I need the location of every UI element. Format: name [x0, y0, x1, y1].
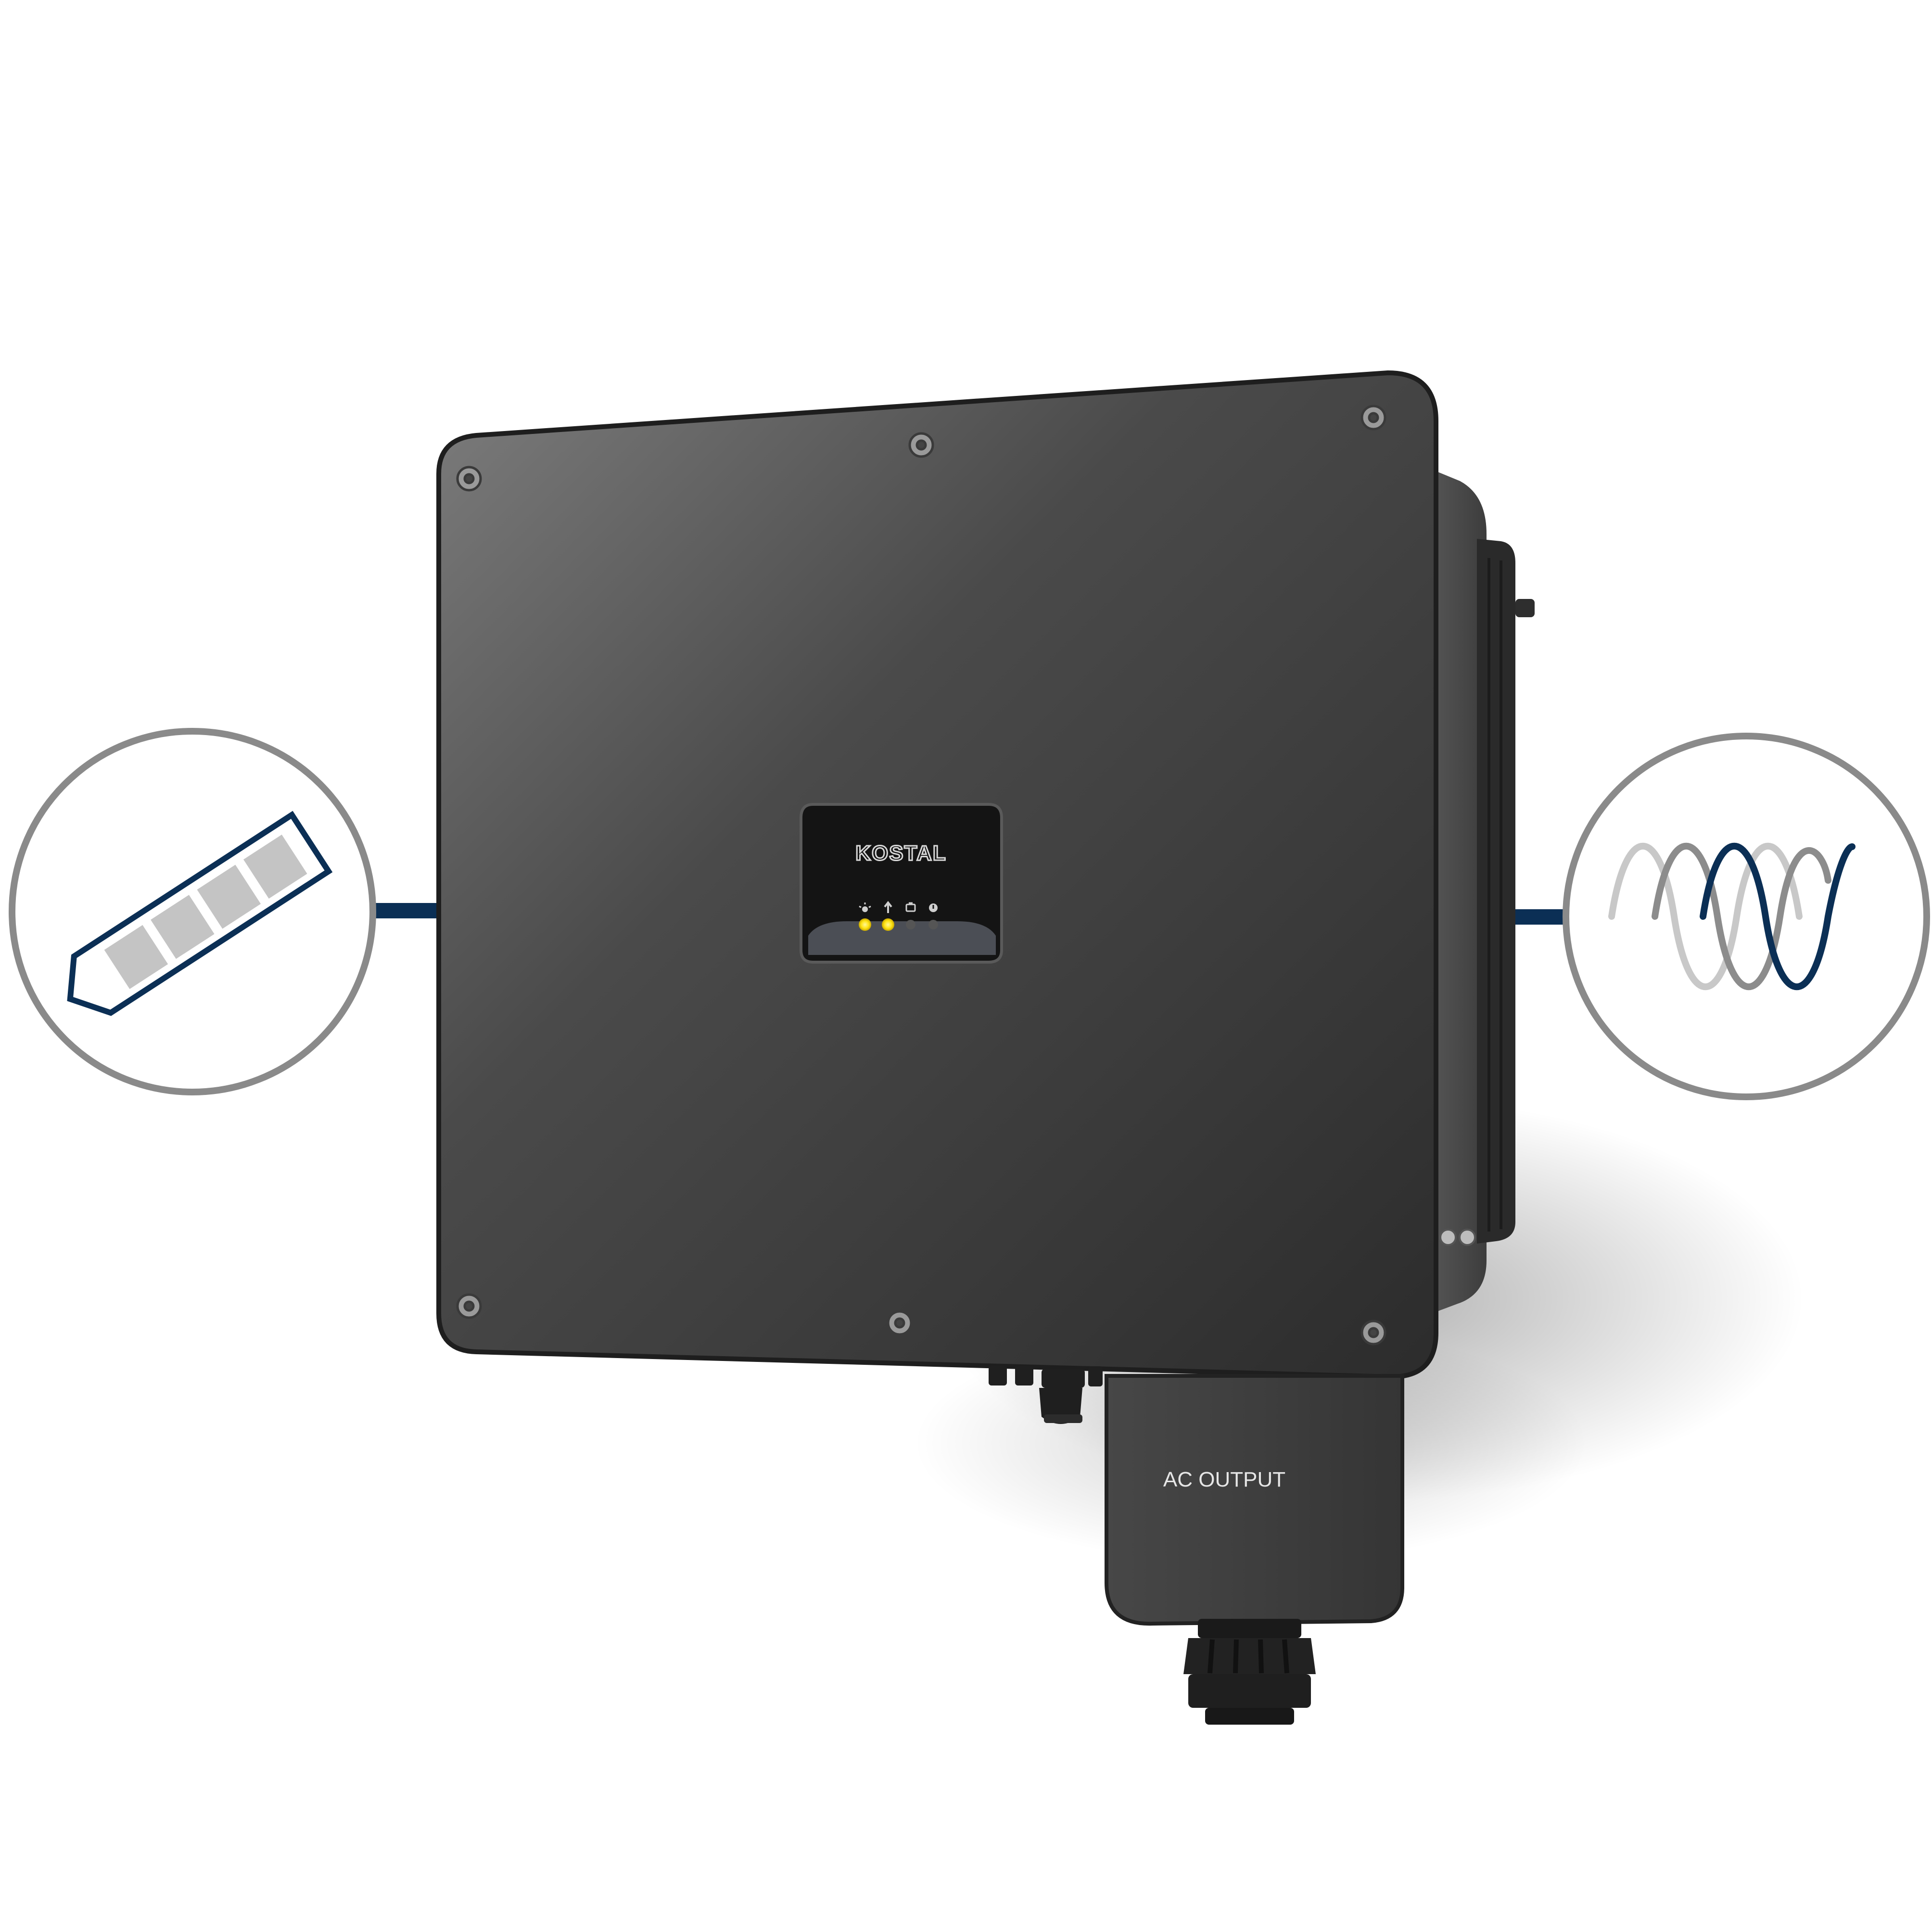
battery-icon-small — [905, 902, 916, 912]
battery-icon — [67, 811, 333, 1016]
side-fitting — [1515, 599, 1535, 617]
ac-cable-gland — [1183, 1619, 1316, 1725]
warning-icon — [929, 903, 938, 912]
ac-output-terminal-box: AC OUTPUT — [1105, 1374, 1404, 1626]
heatsink — [1477, 539, 1515, 1244]
battery-status-led — [906, 920, 915, 929]
ac-output-label: AC OUTPUT — [1163, 1468, 1285, 1491]
left-battery-badge — [9, 728, 376, 1095]
bottom-cable-glands — [989, 1366, 1103, 1424]
status-display-module: KOSTAL — [800, 803, 1003, 964]
pv-status-led — [859, 918, 871, 931]
left-connector-line — [375, 903, 438, 918]
heatsink-fins — [1487, 558, 1502, 1232]
grid-status-led — [882, 918, 894, 931]
panel-screws — [456, 405, 1386, 1346]
fault-status-led — [928, 920, 938, 929]
right-connector-line — [1515, 909, 1563, 925]
right-ac-badge — [1563, 733, 1930, 1100]
grid-arrow-icon — [884, 901, 892, 913]
ac-sine-wave-icon — [1608, 842, 1856, 991]
sun-icon — [859, 902, 871, 912]
side-mounting-screws — [1439, 1229, 1476, 1246]
brand-logo-text: KOSTAL — [855, 841, 947, 865]
